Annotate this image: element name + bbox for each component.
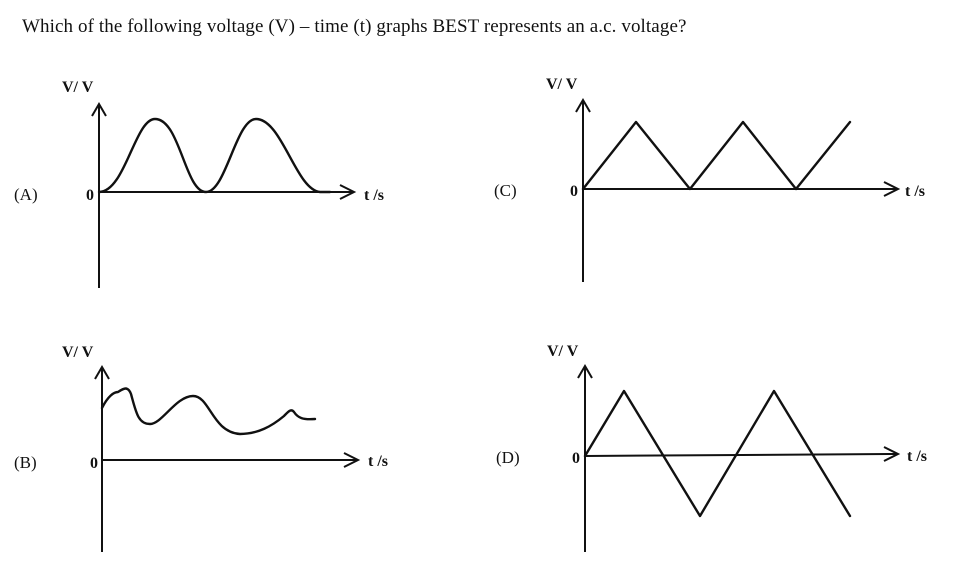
x-axis-arrow-d — [883, 446, 901, 462]
origin-label-b: 0 — [90, 455, 98, 472]
option-label-b: (B) — [14, 453, 37, 472]
waveform-b — [100, 387, 317, 436]
x-axis-arrow-b — [343, 452, 361, 468]
waveform-a — [97, 117, 332, 194]
x-axis-label-a: t /s — [364, 187, 384, 204]
origin-label-d: 0 — [572, 450, 580, 467]
option-label-a: (A) — [14, 185, 38, 204]
y-axis-arrow-b — [94, 365, 110, 380]
option-label-c: (C) — [494, 181, 517, 200]
graph-d: (D) V/ V 0 t /s — [496, 343, 927, 552]
y-axis-label-d: V/ V — [547, 343, 579, 360]
x-axis-arrow-a — [339, 184, 357, 200]
graph-a: (A) V/ V 0 t /s — [14, 79, 384, 288]
y-axis-arrow-d — [577, 364, 593, 379]
x-axis-label-c: t /s — [905, 183, 925, 200]
waveform-c — [581, 120, 852, 191]
origin-label-a: 0 — [86, 187, 94, 204]
graph-b: (B) V/ V 0 t /s — [14, 344, 388, 552]
y-axis-label-c: V/ V — [546, 76, 578, 93]
y-axis-arrow-c — [575, 98, 591, 113]
y-axis-label-a: V/ V — [62, 79, 94, 96]
question-text: Which of the following voltage (V) – tim… — [22, 16, 687, 37]
option-label-d: (D) — [496, 448, 520, 467]
origin-label-c: 0 — [570, 183, 578, 200]
x-axis-d — [584, 453, 899, 457]
y-axis-label-b: V/ V — [62, 344, 94, 361]
x-axis-label-d: t /s — [907, 448, 927, 465]
x-axis-arrow-c — [883, 181, 901, 197]
x-axis-label-b: t /s — [368, 453, 388, 470]
graph-c: (C) V/ V 0 t /s — [494, 76, 925, 282]
y-axis-arrow-a — [91, 102, 107, 117]
waveform-d — [583, 389, 852, 518]
